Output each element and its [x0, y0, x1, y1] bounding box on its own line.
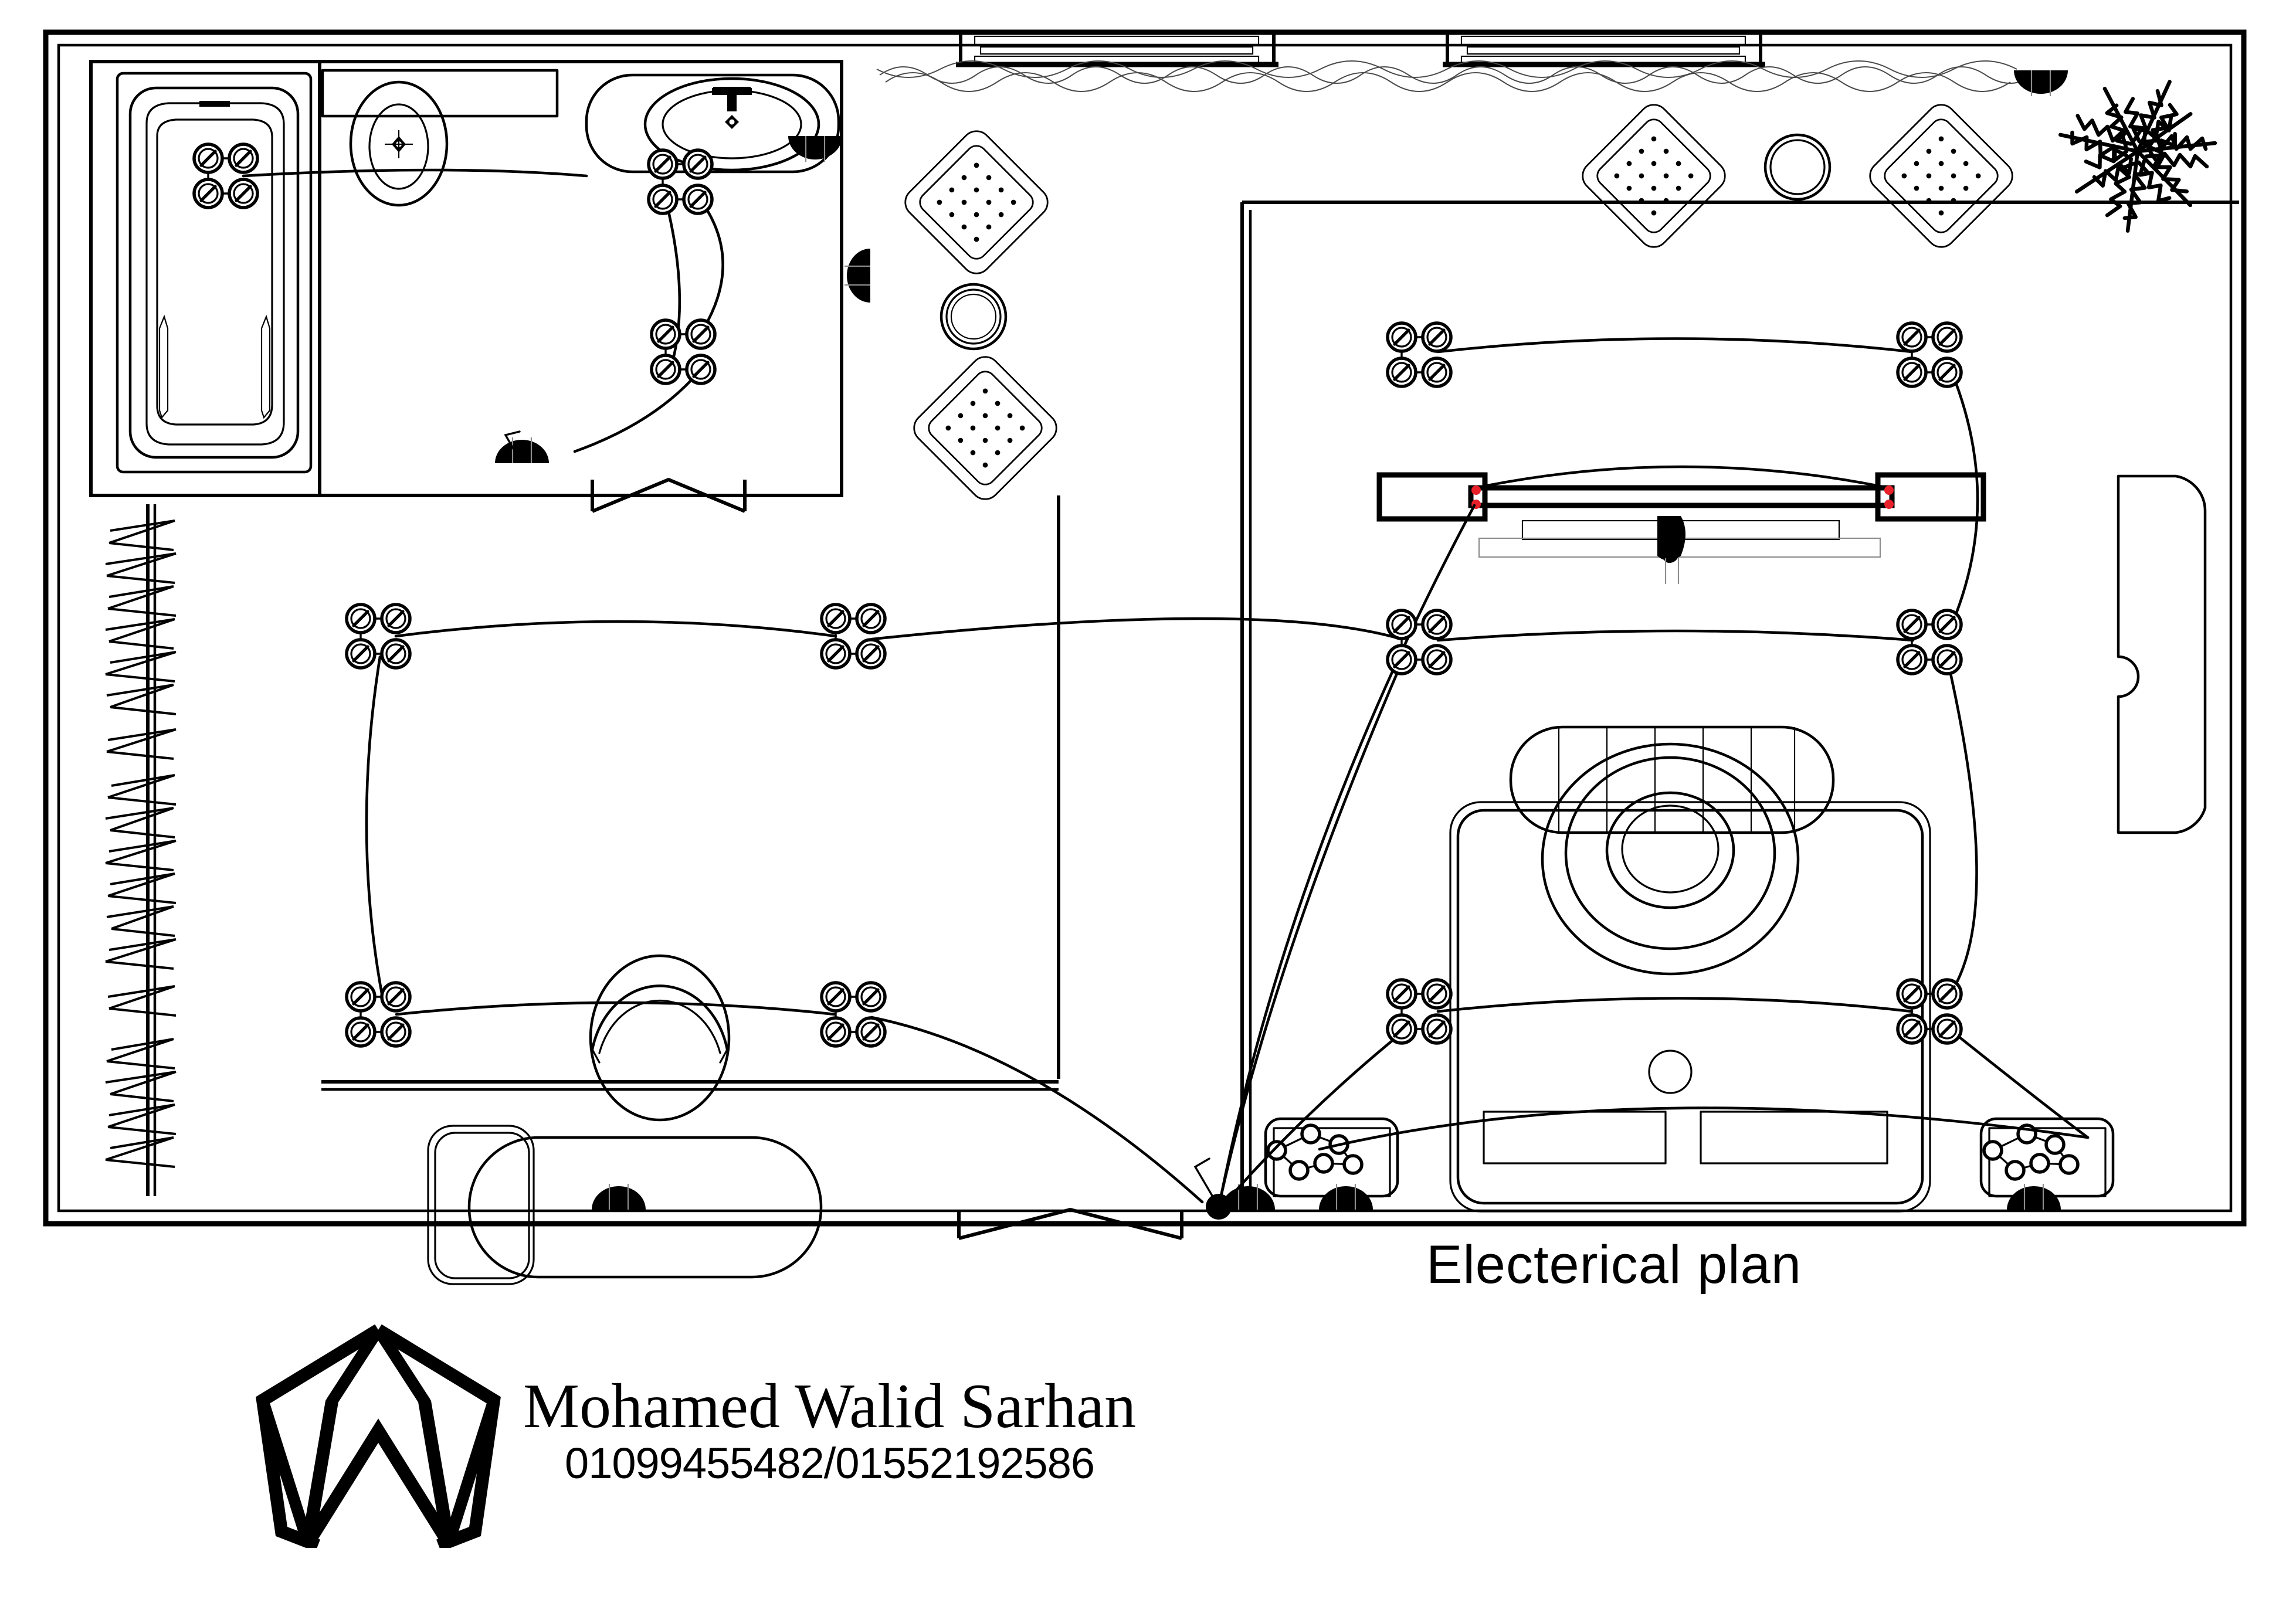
designer-name: Mohamed Walid Sarhan [523, 1371, 1137, 1442]
designer-logo [252, 1313, 504, 1552]
signature-block: Mohamed Walid Sarhan 01099455482/0155219… [252, 1308, 1249, 1554]
sconce-top-right [2013, 69, 2069, 97]
armchair-lower[interactable] [907, 350, 1063, 506]
sconce-bench [591, 1183, 647, 1211]
faucet-icon [712, 87, 752, 129]
angular-w-mountain-logo-icon [256, 1324, 501, 1552]
designer-phone: 01099455482/01552192586 [565, 1439, 1095, 1488]
side-table-round-right [1763, 133, 1832, 201]
plan-title: Electerical plan [1426, 1235, 1802, 1295]
circuit-wiring [242, 168, 2090, 1220]
sconce-bed-right [2006, 1183, 2062, 1211]
outlet-o9[interactable] [1898, 323, 1961, 386]
bench-sofa [427, 1125, 823, 1285]
outlet-o11[interactable] [1898, 610, 1961, 674]
switch-group-left[interactable] [1268, 1125, 1362, 1179]
sconce-entry-a [843, 247, 871, 304]
toilet [321, 69, 559, 207]
armchair-right-a[interactable] [1576, 98, 1732, 254]
door-bathroom [591, 477, 747, 513]
ottoman-round [589, 954, 731, 1122]
sconce-bathtub [494, 436, 550, 464]
outlet-o10[interactable] [1388, 610, 1451, 674]
outlet-o8[interactable] [1388, 323, 1451, 386]
curtain-left-wall [105, 504, 177, 1196]
tv-console [1376, 465, 1986, 584]
bed-double [1449, 725, 1931, 1213]
sconce-vanity [787, 135, 843, 163]
drain-icon [385, 130, 413, 158]
interior-partitions [321, 201, 2239, 1193]
window-top-left [956, 29, 1278, 67]
outlet-o2[interactable] [649, 150, 712, 213]
potted-palm [2058, 80, 2217, 233]
outlet-o3[interactable] [652, 320, 715, 383]
side-table-round-left [940, 283, 1008, 351]
sconce-bed-mid [1318, 1183, 1374, 1211]
door-entry [957, 1207, 1183, 1240]
window-top-right [1443, 29, 1765, 67]
armchair-right-b[interactable] [1863, 98, 2019, 254]
bathroom-partition [89, 60, 843, 497]
wardrobe-tall [2117, 474, 2207, 834]
vanity-sink [585, 73, 840, 174]
curtain-top [876, 60, 2034, 92]
bathtub [116, 72, 313, 474]
armchair-upper[interactable] [898, 124, 1054, 280]
